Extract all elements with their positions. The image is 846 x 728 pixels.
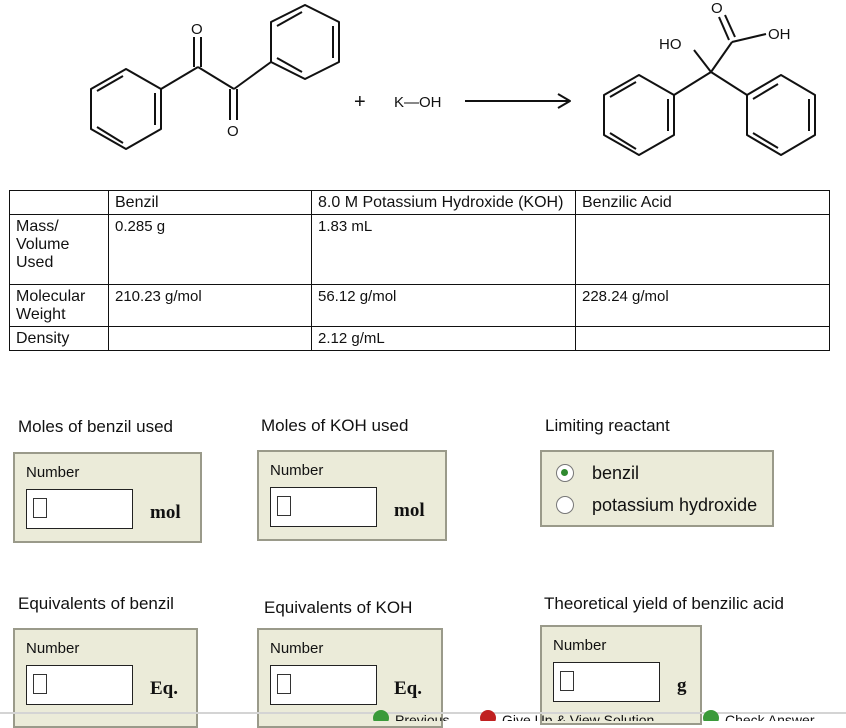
radio-label: benzil [592, 462, 640, 483]
moles-benzil-input[interactable] [26, 489, 133, 529]
moles-koh-answer-box: Number mol [257, 450, 447, 541]
table-row: Molecular Weight 210.23 g/mol 56.12 g/mo… [9, 284, 830, 327]
reaction-arrow [465, 93, 571, 109]
table-row: Mass/ Volume Used 0.285 g 1.83 mL [9, 214, 830, 285]
number-label: Number [26, 464, 80, 481]
benzilic-acid-right-ring [746, 74, 816, 156]
check-answer-button[interactable]: Check Answer [703, 710, 814, 721]
unit-label: Eq. [394, 678, 422, 699]
check-icon [703, 710, 719, 721]
table-header-cell: Benzil [108, 190, 312, 215]
equivalents-koh-input[interactable] [270, 665, 377, 705]
table-cell: 56.12 g/mol [311, 284, 576, 327]
benzil-dicarbonyl-chain [160, 37, 272, 120]
benzil-left-phenyl-ring [90, 68, 162, 150]
row-label: Molecular Weight [9, 284, 109, 327]
table-header-cell [9, 190, 109, 215]
benzil-carbonyl-o-top: O [191, 21, 203, 38]
table-cell: 2.12 g/mL [311, 326, 576, 351]
row-label: Density [9, 326, 109, 351]
reagent-data-table: Benzil 8.0 M Potassium Hydroxide (KOH) B… [9, 190, 830, 351]
table-header-row: Benzil 8.0 M Potassium Hydroxide (KOH) B… [9, 190, 830, 215]
radio-label: potassium hydroxide [592, 494, 758, 515]
number-label: Number [270, 462, 324, 479]
radio-button-selected[interactable] [556, 464, 574, 482]
input-caret [277, 496, 291, 516]
koh-reagent: K—OH [394, 94, 442, 111]
unit-label: mol [150, 502, 181, 523]
benzilic-acid-left-ring [603, 74, 675, 156]
bottom-divider [0, 712, 846, 714]
limiting-reactant-box: benzil potassium hydroxide [540, 450, 774, 527]
benzil-right-phenyl-ring [270, 4, 340, 80]
table-cell [575, 326, 830, 351]
table-cell [575, 214, 830, 285]
input-caret [33, 498, 47, 518]
input-caret [560, 671, 574, 691]
number-label: Number [553, 637, 607, 654]
table-cell: 210.23 g/mol [108, 284, 312, 327]
theoretical-yield-answer-box: Number g [540, 625, 702, 725]
unit-label: Eq. [150, 678, 178, 699]
equivalents-koh-label: Equivalents of KOH [264, 598, 413, 617]
equivalents-benzil-input[interactable] [26, 665, 133, 705]
give-up-button[interactable]: Give Up & View Solution [480, 710, 654, 721]
table-cell: 228.24 g/mol [575, 284, 830, 327]
unit-label: g [677, 675, 687, 696]
check-answer-label: Check Answer [725, 712, 815, 721]
radio-option-potassium-hydroxide[interactable]: potassium hydroxide [556, 493, 757, 517]
theoretical-yield-label: Theoretical yield of benzilic acid [544, 594, 785, 613]
table-header-cell: 8.0 M Potassium Hydroxide (KOH) [311, 190, 576, 215]
table-cell [108, 326, 312, 351]
limiting-reactant-label: Limiting reactant [545, 416, 670, 435]
acid-hydroxyl-ho: HO [659, 36, 682, 53]
input-caret [277, 674, 291, 694]
radio-button[interactable] [556, 496, 574, 514]
number-label: Number [270, 640, 324, 657]
moles-koh-input[interactable] [270, 487, 377, 527]
moles-koh-label: Moles of KOH used [261, 416, 409, 435]
number-label: Number [26, 640, 80, 657]
radio-option-benzil[interactable]: benzil [556, 461, 639, 485]
table-cell: 0.285 g [108, 214, 312, 285]
row-label: Mass/ Volume Used [9, 214, 109, 285]
table-row: Density 2.12 g/mL [9, 326, 830, 351]
input-caret [33, 674, 47, 694]
unit-label: mol [394, 500, 425, 521]
moles-benzil-label: Moles of benzil used [18, 417, 173, 436]
theoretical-yield-input[interactable] [553, 662, 660, 702]
table-header-cell: Benzilic Acid [575, 190, 830, 215]
moles-benzil-answer-box: Number mol [13, 452, 202, 543]
equivalents-koh-answer-box: Number Eq. [257, 628, 443, 728]
equivalents-benzil-label: Equivalents of benzil [18, 594, 174, 613]
give-up-icon [480, 710, 496, 721]
give-up-label: Give Up & View Solution [502, 712, 655, 721]
plus-sign: + [354, 91, 366, 113]
table-cell: 1.83 mL [311, 214, 576, 285]
bottom-action-bar: Previous Give Up & View Solution Check A… [360, 710, 846, 721]
previous-button[interactable]: Previous [373, 710, 449, 721]
reaction-scheme: O O + K—OH O HO OH [90, 0, 816, 156]
benzil-carbonyl-o-bottom: O [227, 123, 239, 140]
equivalents-benzil-answer-box: Number Eq. [13, 628, 198, 728]
acid-hydroxyl-oh: OH [768, 26, 791, 43]
previous-label: Previous [395, 712, 450, 721]
previous-icon [373, 710, 389, 721]
acid-carbonyl-o: O [711, 0, 723, 17]
benzilic-acid-backbone [673, 14, 767, 96]
